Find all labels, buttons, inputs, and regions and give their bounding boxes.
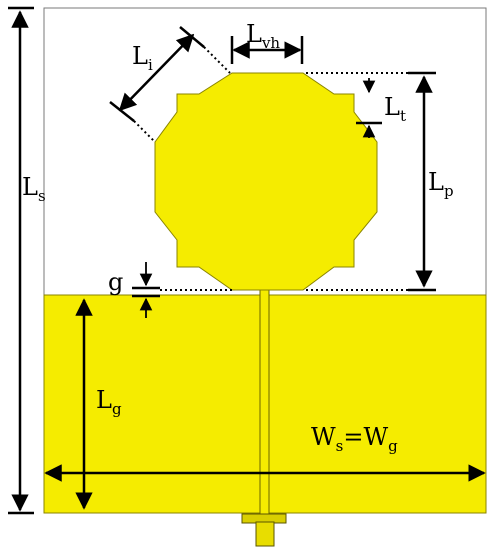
li-label: Li (132, 42, 153, 74)
lvh-label: Lvh (246, 20, 280, 52)
ls-label: Ls (22, 173, 46, 205)
sma-connector (241, 513, 287, 547)
li-upper-tick (179, 26, 205, 48)
g-label: g (108, 268, 123, 296)
lg-label: Lg (96, 386, 122, 418)
radiating-patch (154, 72, 378, 291)
li-lower-tick (109, 101, 135, 122)
li-dimension-arrow (118, 33, 195, 112)
li-upper-dotted (203, 46, 231, 74)
ws-wg-label: Ws=Wg (311, 423, 398, 455)
lp-label: Lp (428, 168, 454, 200)
feed-line (259, 287, 270, 521)
lt-label: Lt (384, 93, 406, 125)
